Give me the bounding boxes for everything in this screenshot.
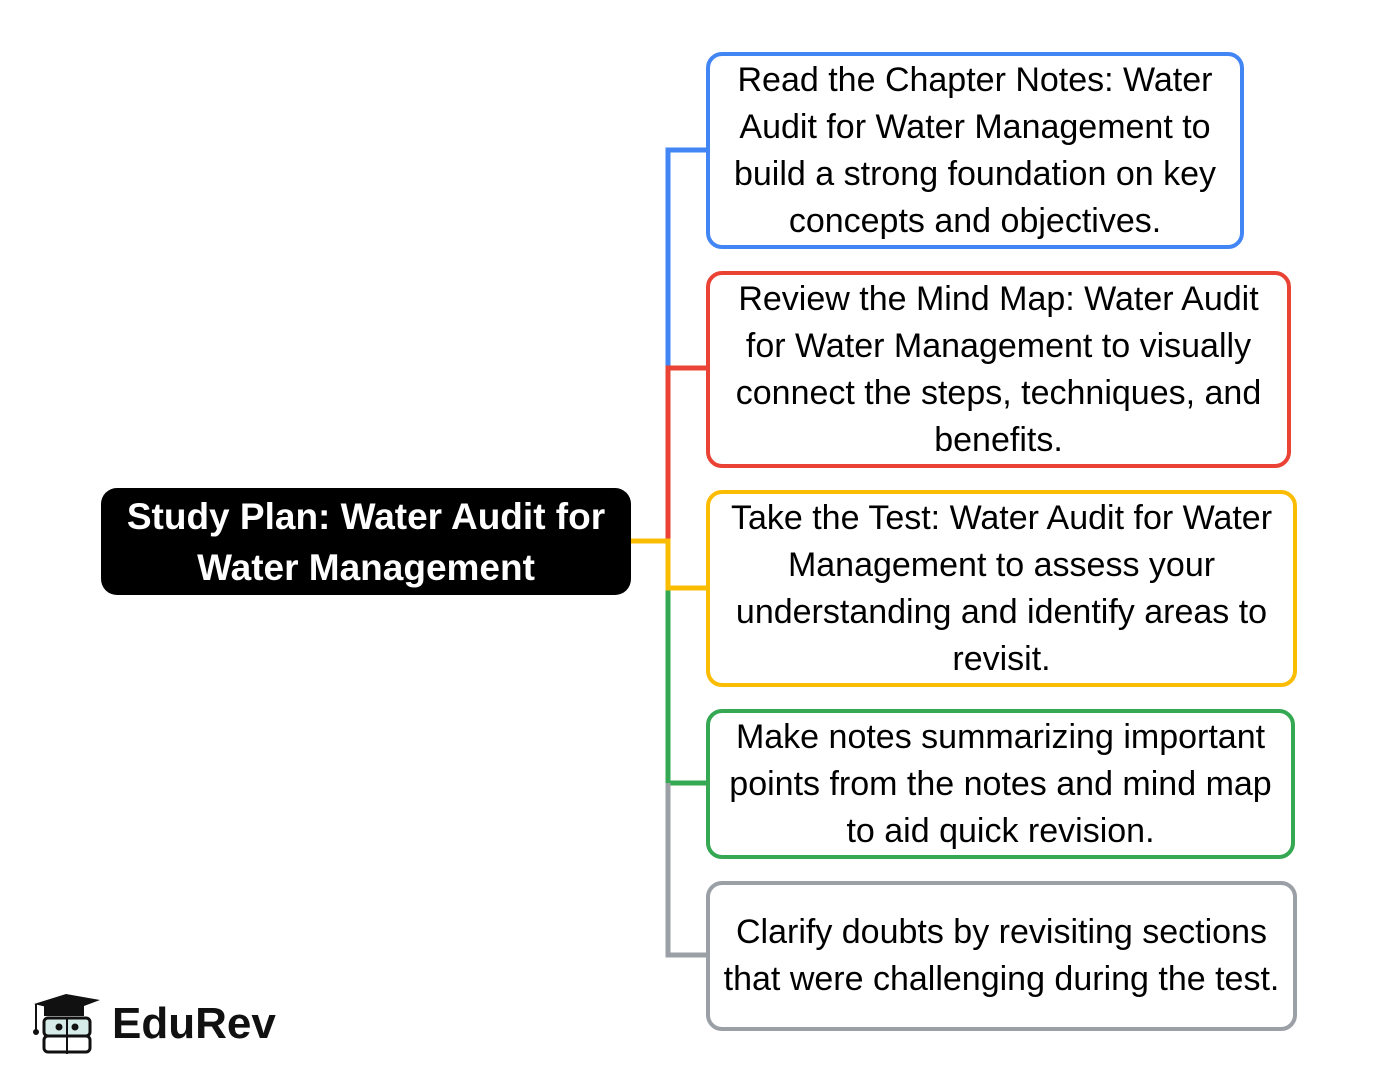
edurev-logo: EduRev <box>30 992 276 1056</box>
branch-review-mind-map: Review the Mind Map: Water Audit for Wat… <box>706 271 1291 468</box>
connector-gray <box>665 783 706 958</box>
logo-text: EduRev <box>112 999 276 1048</box>
central-node: Study Plan: Water Audit for Water Manage… <box>101 488 631 595</box>
branch-make-notes: Make notes summarizing important points … <box>706 709 1295 859</box>
branch-read-notes: Read the Chapter Notes: Water Audit for … <box>706 52 1244 249</box>
branch-take-test: Take the Test: Water Audit for Water Man… <box>706 490 1297 687</box>
branch-clarify-doubts: Clarify doubts by revisiting sections th… <box>706 881 1297 1031</box>
connector-blue <box>665 147 706 368</box>
branch-text: Review the Mind Map: Water Audit for Wat… <box>735 279 1262 459</box>
branch-text: Clarify doubts by revisiting sections th… <box>723 913 1280 998</box>
connector-red <box>665 365 706 541</box>
connector-yellow <box>631 538 706 591</box>
branch-text: Take the Test: Water Audit for Water Man… <box>730 498 1273 678</box>
connector-green <box>665 588 706 786</box>
graduation-cap-book-icon <box>33 994 100 1054</box>
branch-text: Make notes summarizing important points … <box>729 717 1272 850</box>
central-title: Study Plan: Water Audit for Water Manage… <box>126 495 606 588</box>
branch-text: Read the Chapter Notes: Water Audit for … <box>733 60 1216 240</box>
